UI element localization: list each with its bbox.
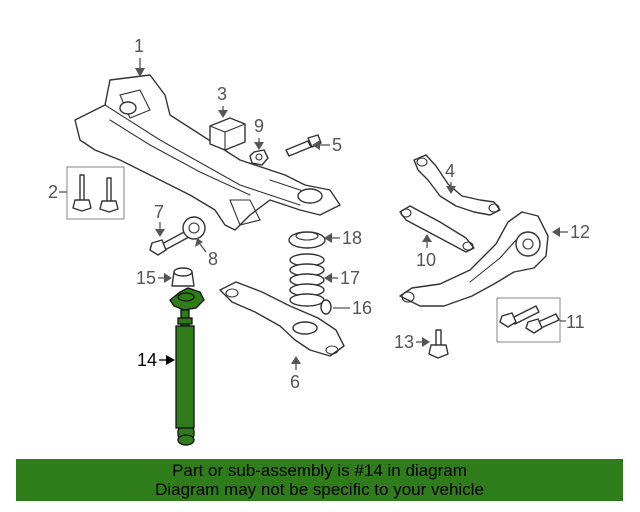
diagram-notice-banner: Part or sub-assembly is #14 in diagram D… (16, 459, 623, 501)
arrow-8 (195, 238, 203, 247)
arrow-7 (155, 229, 165, 237)
callout-1: 1 (134, 36, 144, 56)
callout-4: 4 (445, 161, 455, 181)
arrow-10 (422, 234, 432, 242)
callout-9: 9 (254, 116, 264, 136)
arrow-6 (291, 356, 301, 364)
part-3-sensor[interactable] (209, 117, 246, 151)
part-5-bolt[interactable] (285, 134, 322, 157)
callout-5: 5 (332, 135, 342, 155)
parts-diagram: 1 3 9 5 2 7 8 18 17 16 15 14 6 4 10 12 1… (48, 36, 590, 446)
arrow-5 (312, 140, 320, 150)
callout-18: 18 (342, 228, 362, 248)
part-13-bolt[interactable] (428, 329, 449, 359)
part-18-spring-seat[interactable] (288, 231, 326, 249)
part-8-bushing[interactable] (182, 216, 206, 240)
part-11-bolts[interactable] (499, 305, 560, 334)
notice-disclaimer-line: Diagram may not be specific to your vehi… (155, 480, 484, 499)
part-1-crossmember[interactable] (74, 74, 341, 231)
callout-13: 13 (394, 332, 414, 352)
part-7-bolt[interactable] (149, 230, 190, 256)
arrow-14 (166, 355, 175, 365)
arrow-4 (446, 186, 456, 194)
callout-3: 3 (217, 84, 227, 104)
part-2-bolts[interactable] (72, 174, 119, 213)
arrow-18 (324, 233, 332, 243)
part-2-box (66, 166, 125, 220)
part-4-upper-arm[interactable] (413, 154, 501, 216)
callout-7: 7 (154, 202, 164, 222)
arrow-9 (254, 142, 264, 150)
arrow-3 (218, 110, 228, 118)
callout-10: 10 (416, 250, 436, 270)
part-17-coil-spring[interactable] (289, 253, 325, 307)
part-12-knuckle[interactable] (399, 211, 549, 307)
arrow-1 (135, 68, 145, 77)
callout-15: 15 (136, 268, 156, 288)
part-16-washer[interactable] (320, 299, 332, 315)
part-10-link[interactable] (399, 205, 475, 253)
arrow-13 (422, 337, 430, 347)
arrow-12 (552, 227, 560, 237)
arrow-17 (324, 273, 332, 283)
part-15-bump-stop[interactable] (171, 267, 195, 287)
callout-6: 6 (290, 372, 300, 392)
callout-12: 12 (570, 222, 590, 242)
callout-2: 2 (48, 182, 58, 202)
notice-part-line: Part or sub-assembly is #14 in diagram (172, 461, 467, 480)
part-14-shock-absorber[interactable] (169, 287, 205, 446)
part-11-box (496, 297, 561, 343)
callout-11: 11 (566, 312, 585, 332)
callout-17: 17 (340, 268, 360, 288)
arrow-15 (164, 273, 172, 283)
callout-16: 16 (352, 298, 372, 318)
callout-14: 14 (137, 350, 157, 370)
part-9-nut[interactable] (249, 149, 269, 166)
part-6-lower-arm[interactable] (219, 281, 345, 357)
callout-8: 8 (208, 249, 218, 269)
leader-8 (199, 243, 207, 253)
